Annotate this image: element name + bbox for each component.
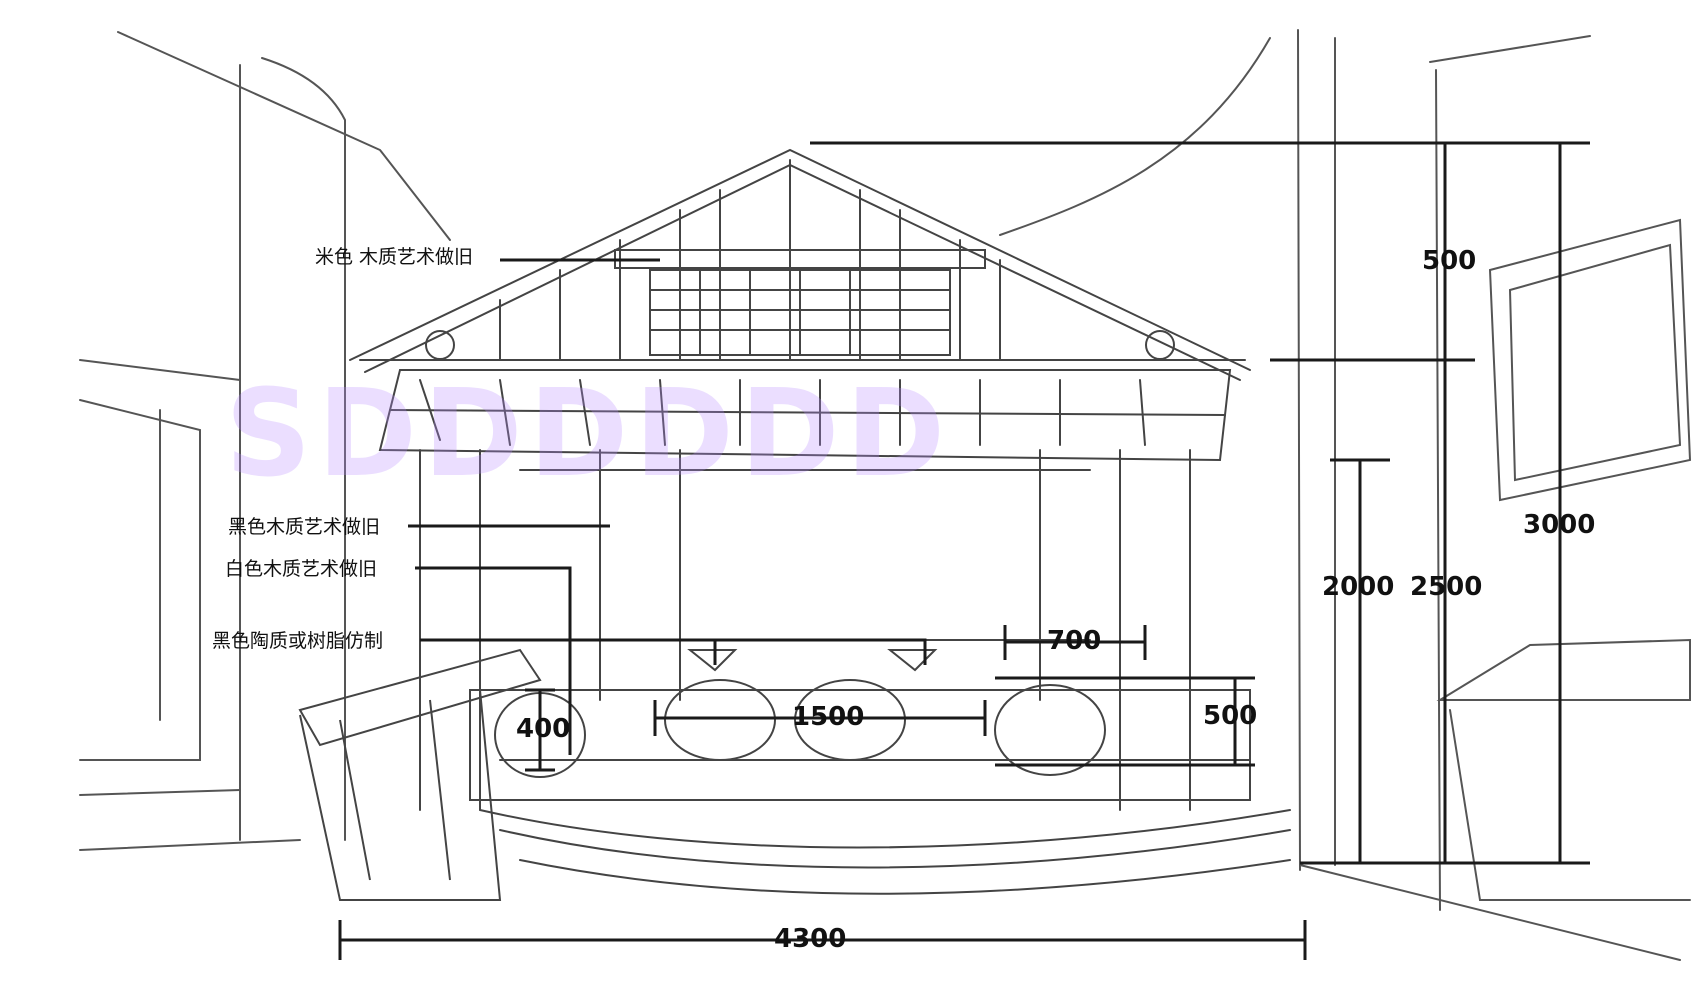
label-black-wood: 黑色木质艺术做旧 bbox=[228, 516, 381, 538]
label-white-wood: 白色木质艺术做旧 bbox=[225, 558, 378, 580]
dim-roof-height: 500 bbox=[1422, 246, 1477, 276]
dim-height-2500: 2500 bbox=[1410, 572, 1483, 602]
label-beige-wood: 米色 木质艺术做旧 bbox=[315, 246, 474, 268]
dimension-lines bbox=[338, 141, 1590, 960]
dim-middle-width: 1500 bbox=[792, 702, 865, 732]
watermark-top: SDDDDDD bbox=[225, 365, 952, 504]
dim-total-width: 4300 bbox=[774, 924, 847, 954]
dim-barrel-height: 400 bbox=[516, 714, 571, 744]
dim-pot-width: 700 bbox=[1047, 626, 1102, 656]
dim-side-height: 500 bbox=[1203, 701, 1258, 731]
dim-height-3000: 3000 bbox=[1523, 510, 1596, 540]
label-black-ceramic: 黑色陶质或树脂仿制 bbox=[212, 630, 384, 652]
house-structure bbox=[349, 148, 1291, 895]
kiosk bbox=[298, 648, 542, 901]
background-walls bbox=[79, 29, 1692, 961]
dim-height-2000: 2000 bbox=[1322, 572, 1395, 602]
